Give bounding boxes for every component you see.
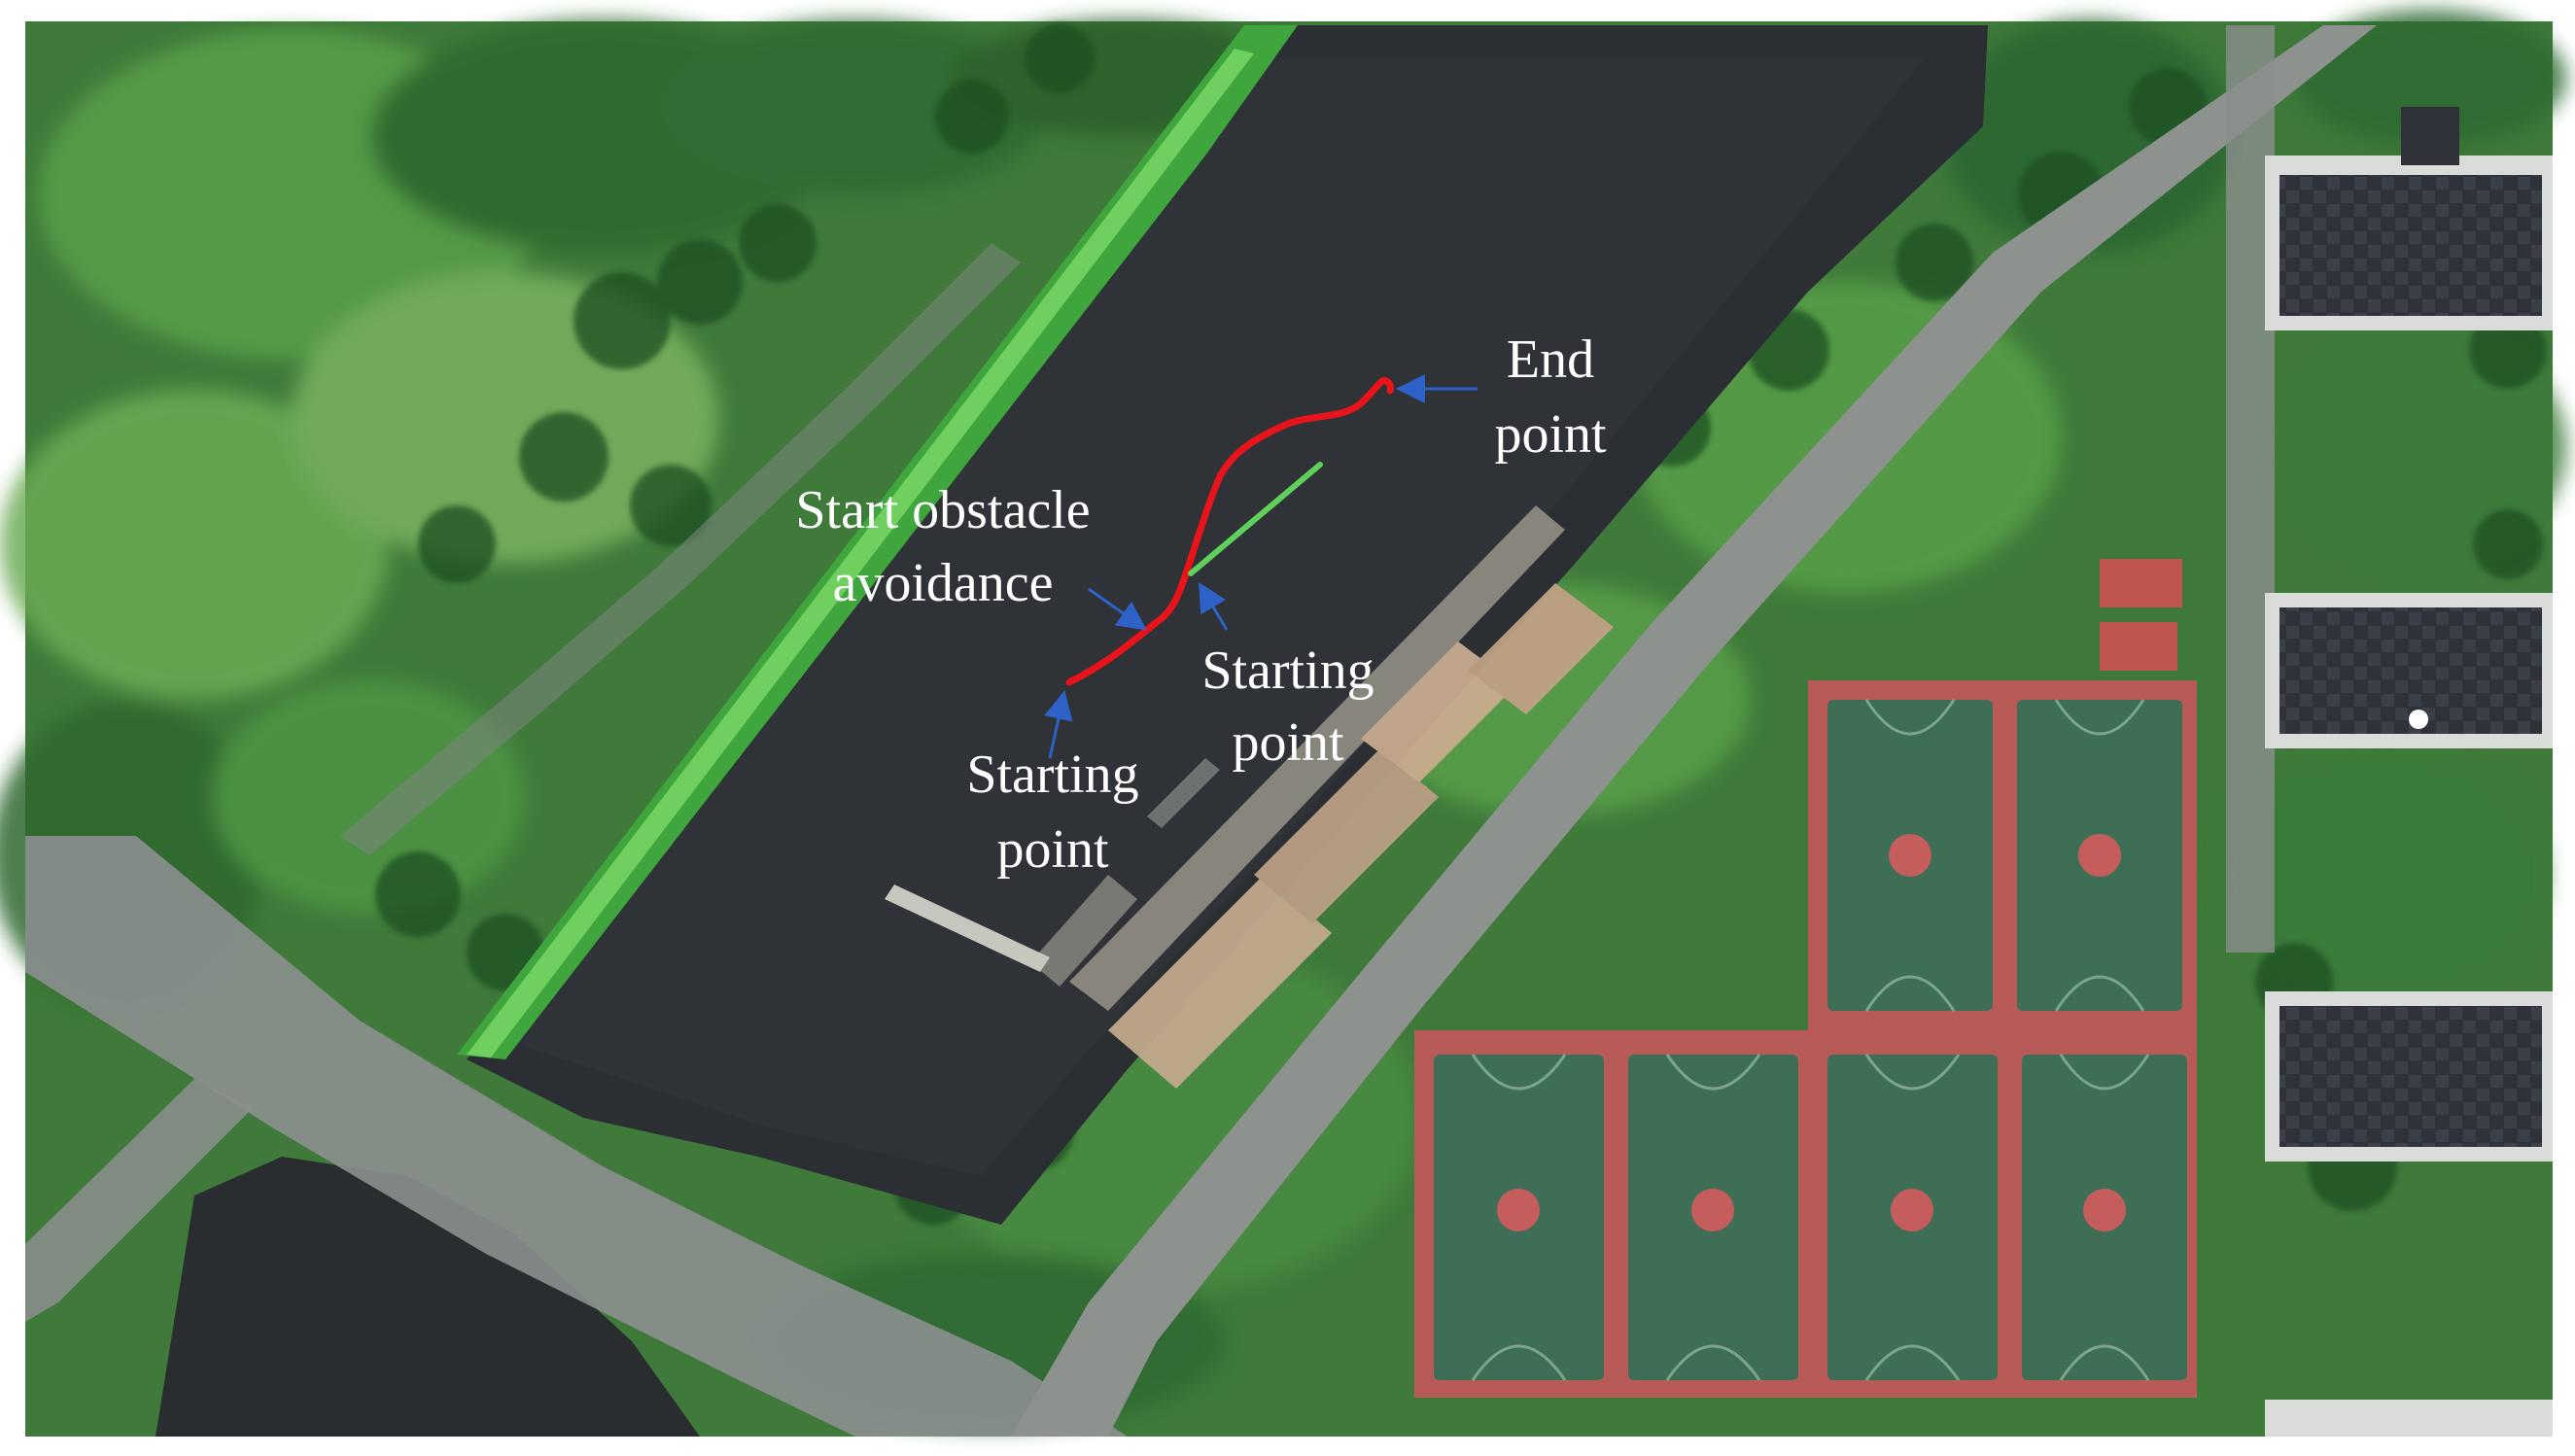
green-start-arrow bbox=[1198, 581, 1229, 631]
green-starting-point-label-line2: point bbox=[1232, 712, 1344, 773]
start-avoidance-arrow bbox=[1088, 587, 1147, 631]
satellite-imagery bbox=[0, 10, 2566, 1437]
obstacle-avoidance-path bbox=[1065, 377, 1394, 686]
direct-path bbox=[1188, 462, 1323, 576]
sports-courts bbox=[1414, 559, 2197, 1398]
end-point-label-line1: End bbox=[1507, 329, 1594, 390]
start-avoidance-label-line1: Start obstacle bbox=[795, 480, 1090, 540]
annotation-arrows bbox=[1044, 374, 1478, 759]
start-avoidance-label-line2: avoidance bbox=[833, 553, 1054, 613]
buildings bbox=[2265, 107, 2553, 1437]
end-point-label-line2: point bbox=[1494, 404, 1607, 465]
red-starting-point-label-line2: point bbox=[996, 819, 1109, 880]
annotation-labels: End point Start obstacle avoidance Start… bbox=[795, 329, 1607, 880]
trajectories bbox=[1065, 377, 1394, 686]
red-start-arrow bbox=[1044, 690, 1073, 759]
red-starting-point-label-line1: Starting bbox=[966, 745, 1138, 805]
green-starting-point-label-line1: Starting bbox=[1201, 641, 1374, 701]
